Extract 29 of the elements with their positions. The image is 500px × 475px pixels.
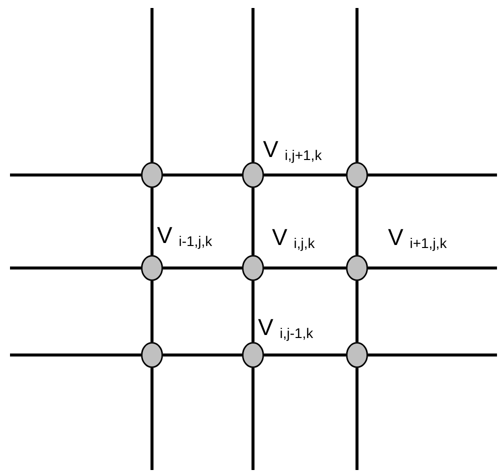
grid-line — [356, 8, 358, 162]
grid-line — [264, 174, 346, 176]
grid-line — [10, 266, 141, 270]
grid-line — [368, 266, 497, 270]
voltage-label: V $_{i,j-1,k}$ — [258, 316, 314, 340]
grid-line — [150, 281, 154, 342]
grid-line — [252, 281, 254, 342]
voltage-label: V $_{i-1,j,k}$ — [157, 224, 212, 248]
grid-line — [150, 368, 154, 470]
grid-line — [10, 354, 141, 356]
grid-line — [264, 354, 346, 356]
grid-line — [150, 8, 154, 162]
grid-line — [252, 188, 254, 255]
grid-line — [368, 174, 497, 176]
voltage-label: V $_{i+1,j,k}$ — [388, 226, 447, 250]
voltage-label: V $_{i,j,k}$ — [272, 226, 315, 250]
voltage-label: V $_{i,j+1,k}$ — [263, 138, 322, 162]
grid-line — [163, 266, 242, 270]
grid-line — [356, 368, 358, 470]
grid-line — [252, 8, 254, 162]
grid-line — [163, 354, 242, 356]
grid-line — [264, 266, 346, 270]
grid-line — [356, 281, 358, 342]
grid-line — [10, 174, 141, 176]
grid-line — [356, 188, 358, 255]
grid-line — [150, 188, 154, 255]
grid-line — [252, 368, 254, 470]
grid-line — [368, 354, 497, 356]
grid-line — [163, 174, 242, 176]
